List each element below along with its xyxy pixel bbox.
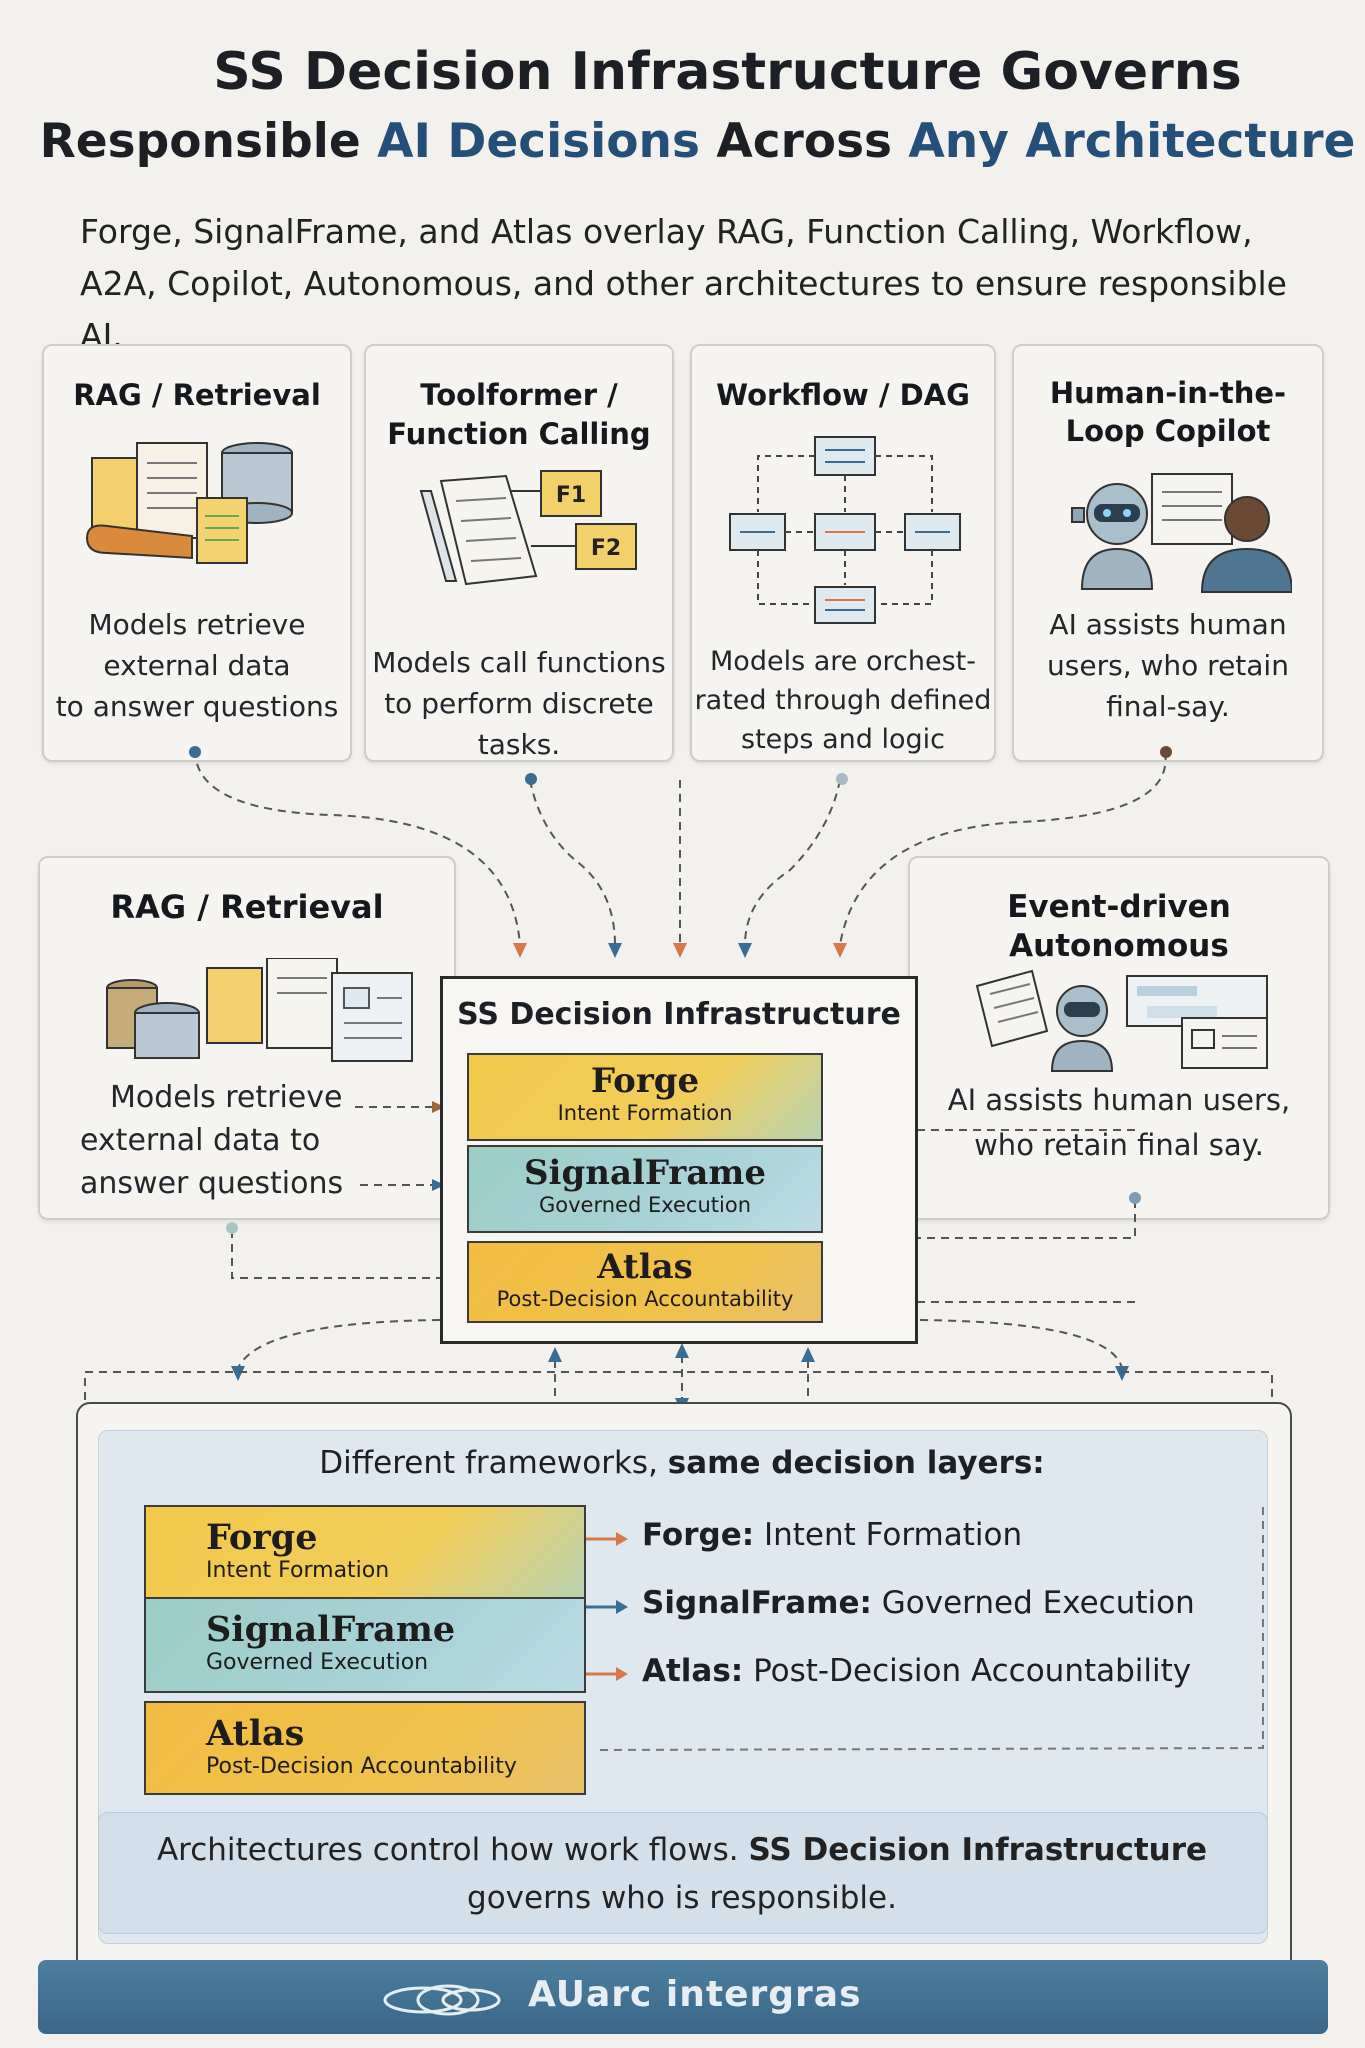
card-human-in-loop-copilot: Human-in-the- Loop Copilot AI assists hu… — [1012, 344, 1324, 762]
footer-bar: AUarc intergras — [38, 1960, 1328, 2034]
desc-line: Models retrieve — [88, 608, 306, 641]
title-part: Across — [700, 114, 909, 169]
list-dashed-border — [599, 1505, 1264, 1751]
card-title: Workflow / DAG — [716, 378, 970, 412]
list-name: Atlas: — [642, 1653, 744, 1689]
desc-line: AI assists human — [1049, 608, 1287, 641]
note-line2: governs who is responsible. — [467, 1880, 897, 1916]
title-part: Responsible — [39, 114, 378, 169]
layer-name: Forge — [590, 1061, 700, 1101]
card-desc: Models retrieve external data to answer … — [44, 604, 350, 727]
desc-line: Models retrieve — [110, 1080, 343, 1115]
note-bold: SS Decision Infrastructure — [748, 1832, 1208, 1868]
card-function-calling: Toolformer / Function Calling F1 F2 Mode… — [364, 344, 674, 762]
list-arrows — [586, 1532, 628, 1681]
database-documents-icon — [106, 958, 413, 1062]
list-item-signalframe: SignalFrame: Governed Execution — [642, 1585, 1195, 1621]
center-layer-forge: Forge Intent Formation — [467, 1053, 823, 1141]
title-accent: Any Architecture — [908, 114, 1356, 169]
desc-line: answer questions — [80, 1166, 344, 1201]
footer-brand: AUarc intergras — [528, 1974, 862, 2015]
stack-layer-signalframe: SignalFrame Governed Execution — [144, 1597, 586, 1693]
decision-infrastructure-box: SS Decision Infrastructure Forge Intent … — [440, 976, 918, 1344]
card-title: RAG / Retrieval — [73, 378, 321, 412]
layer-name: SignalFrame — [206, 1609, 456, 1650]
list-item-atlas: Atlas: Post-Decision Accountability — [642, 1653, 1191, 1689]
layer-name: Atlas — [597, 1247, 693, 1287]
list-desc: Governed Execution — [871, 1585, 1195, 1621]
desc-line: AI assists human users, — [947, 1083, 1291, 1117]
bottom-note — [98, 1812, 1268, 1934]
desc-line: external data — [103, 649, 291, 682]
f1-label: F1 — [556, 483, 586, 508]
card-title-line2: Function Calling — [387, 417, 651, 451]
page-title-line2: Responsible AI Decisions Across Any Arch… — [0, 114, 1365, 169]
note-part: Architectures control how work flows. — [156, 1832, 749, 1868]
desc-line: tasks. — [477, 728, 561, 761]
card-workflow-dag: Workflow / DAG Models are orchest- rated… — [690, 344, 996, 762]
heading-part: Different frameworks, — [319, 1445, 668, 1481]
layer-name: Forge — [206, 1517, 318, 1558]
list-desc: Post-Decision Accountability — [743, 1653, 1192, 1689]
layer-sub: Post-Decision Accountability — [206, 1754, 517, 1779]
center-layer-atlas: Atlas Post-Decision Accountability — [467, 1241, 823, 1323]
card-event-driven-autonomous: Event-driven Autonomous AI assists human… — [908, 856, 1330, 1220]
layer-sub: Governed Execution — [206, 1650, 429, 1675]
layer-sub: Intent Formation — [557, 1101, 733, 1125]
card-title: RAG / Retrieval — [110, 888, 384, 926]
bottom-note-text: Architectures control how work flows. SS… — [98, 1826, 1266, 1922]
list-item-forge: Forge: Intent Formation — [642, 1517, 1022, 1553]
card-rag-retrieval: RAG / Retrieval Models retrieve external… — [42, 344, 352, 762]
robot-dashboard-icon — [975, 969, 1268, 1072]
function-calls-icon: F1 F2 — [419, 470, 637, 586]
list-name: Forge: — [642, 1517, 755, 1553]
desc-line: Models call functions — [372, 646, 666, 679]
stack-layer-forge: Forge Intent Formation — [144, 1505, 586, 1599]
title-accent: AI Decisions — [377, 114, 700, 169]
card-title-line1: Human-in-the- — [1049, 376, 1287, 410]
layer-name: SignalFrame — [523, 1153, 766, 1193]
card-title-line1: Toolformer / — [420, 378, 618, 412]
layer-sub: Post-Decision Accountability — [496, 1287, 794, 1311]
card-desc: Models call functions to perform discret… — [366, 642, 672, 765]
desc-line: users, who retain — [1047, 649, 1289, 682]
card-desc: AI assists human users, who retain final… — [910, 1078, 1328, 1168]
card-desc: Models retrieve external data to answer … — [80, 1076, 494, 1205]
f2-label: F2 — [591, 536, 621, 561]
center-title: SS Decision Infrastructure — [457, 997, 901, 1032]
layer-name: Atlas — [206, 1713, 305, 1754]
logo-icon — [383, 1984, 501, 2016]
subtitle-line1: Forge, SignalFrame, and Atlas overlay RA… — [80, 212, 1253, 251]
desc-line: external data to — [80, 1123, 321, 1158]
center-layer-signalframe: SignalFrame Governed Execution — [467, 1145, 823, 1233]
card-desc: AI assists human users, who retain final… — [1014, 604, 1322, 727]
card-title-line1: Event-driven — [1007, 889, 1231, 925]
desc-line: steps and logic — [741, 724, 945, 755]
layer-sub: Governed Execution — [538, 1193, 752, 1217]
desc-line: to perform discrete — [384, 687, 654, 720]
stack-layer-atlas: Atlas Post-Decision Accountability — [144, 1701, 586, 1795]
workflow-graph-icon — [729, 436, 961, 624]
desc-line: final-say. — [1106, 690, 1230, 723]
desc-line: Models are orchest- — [710, 646, 976, 677]
documents-database-icon — [85, 442, 293, 564]
card-desc: Models are orchest- rated through define… — [692, 642, 994, 759]
card-mid-rag-retrieval: RAG / Retrieval Models retrieve external… — [38, 856, 456, 1220]
page-title-line1: SS Decision Infrastructure Governs — [213, 42, 1242, 102]
heading-bold: same decision layers: — [667, 1445, 1045, 1481]
list-name: SignalFrame: — [642, 1585, 872, 1621]
desc-line: rated through defined — [694, 685, 992, 716]
desc-line: to answer questions — [55, 690, 339, 723]
bottom-heading: Different frameworks, same decision laye… — [98, 1445, 1266, 1481]
desc-line: who retain final say. — [974, 1128, 1264, 1162]
robot-human-icon — [1071, 473, 1292, 593]
card-title-line2: Loop Copilot — [1065, 414, 1271, 448]
list-desc: Intent Formation — [754, 1517, 1023, 1553]
layer-sub: Intent Formation — [206, 1558, 390, 1583]
card-title-line2: Autonomous — [1009, 928, 1229, 964]
